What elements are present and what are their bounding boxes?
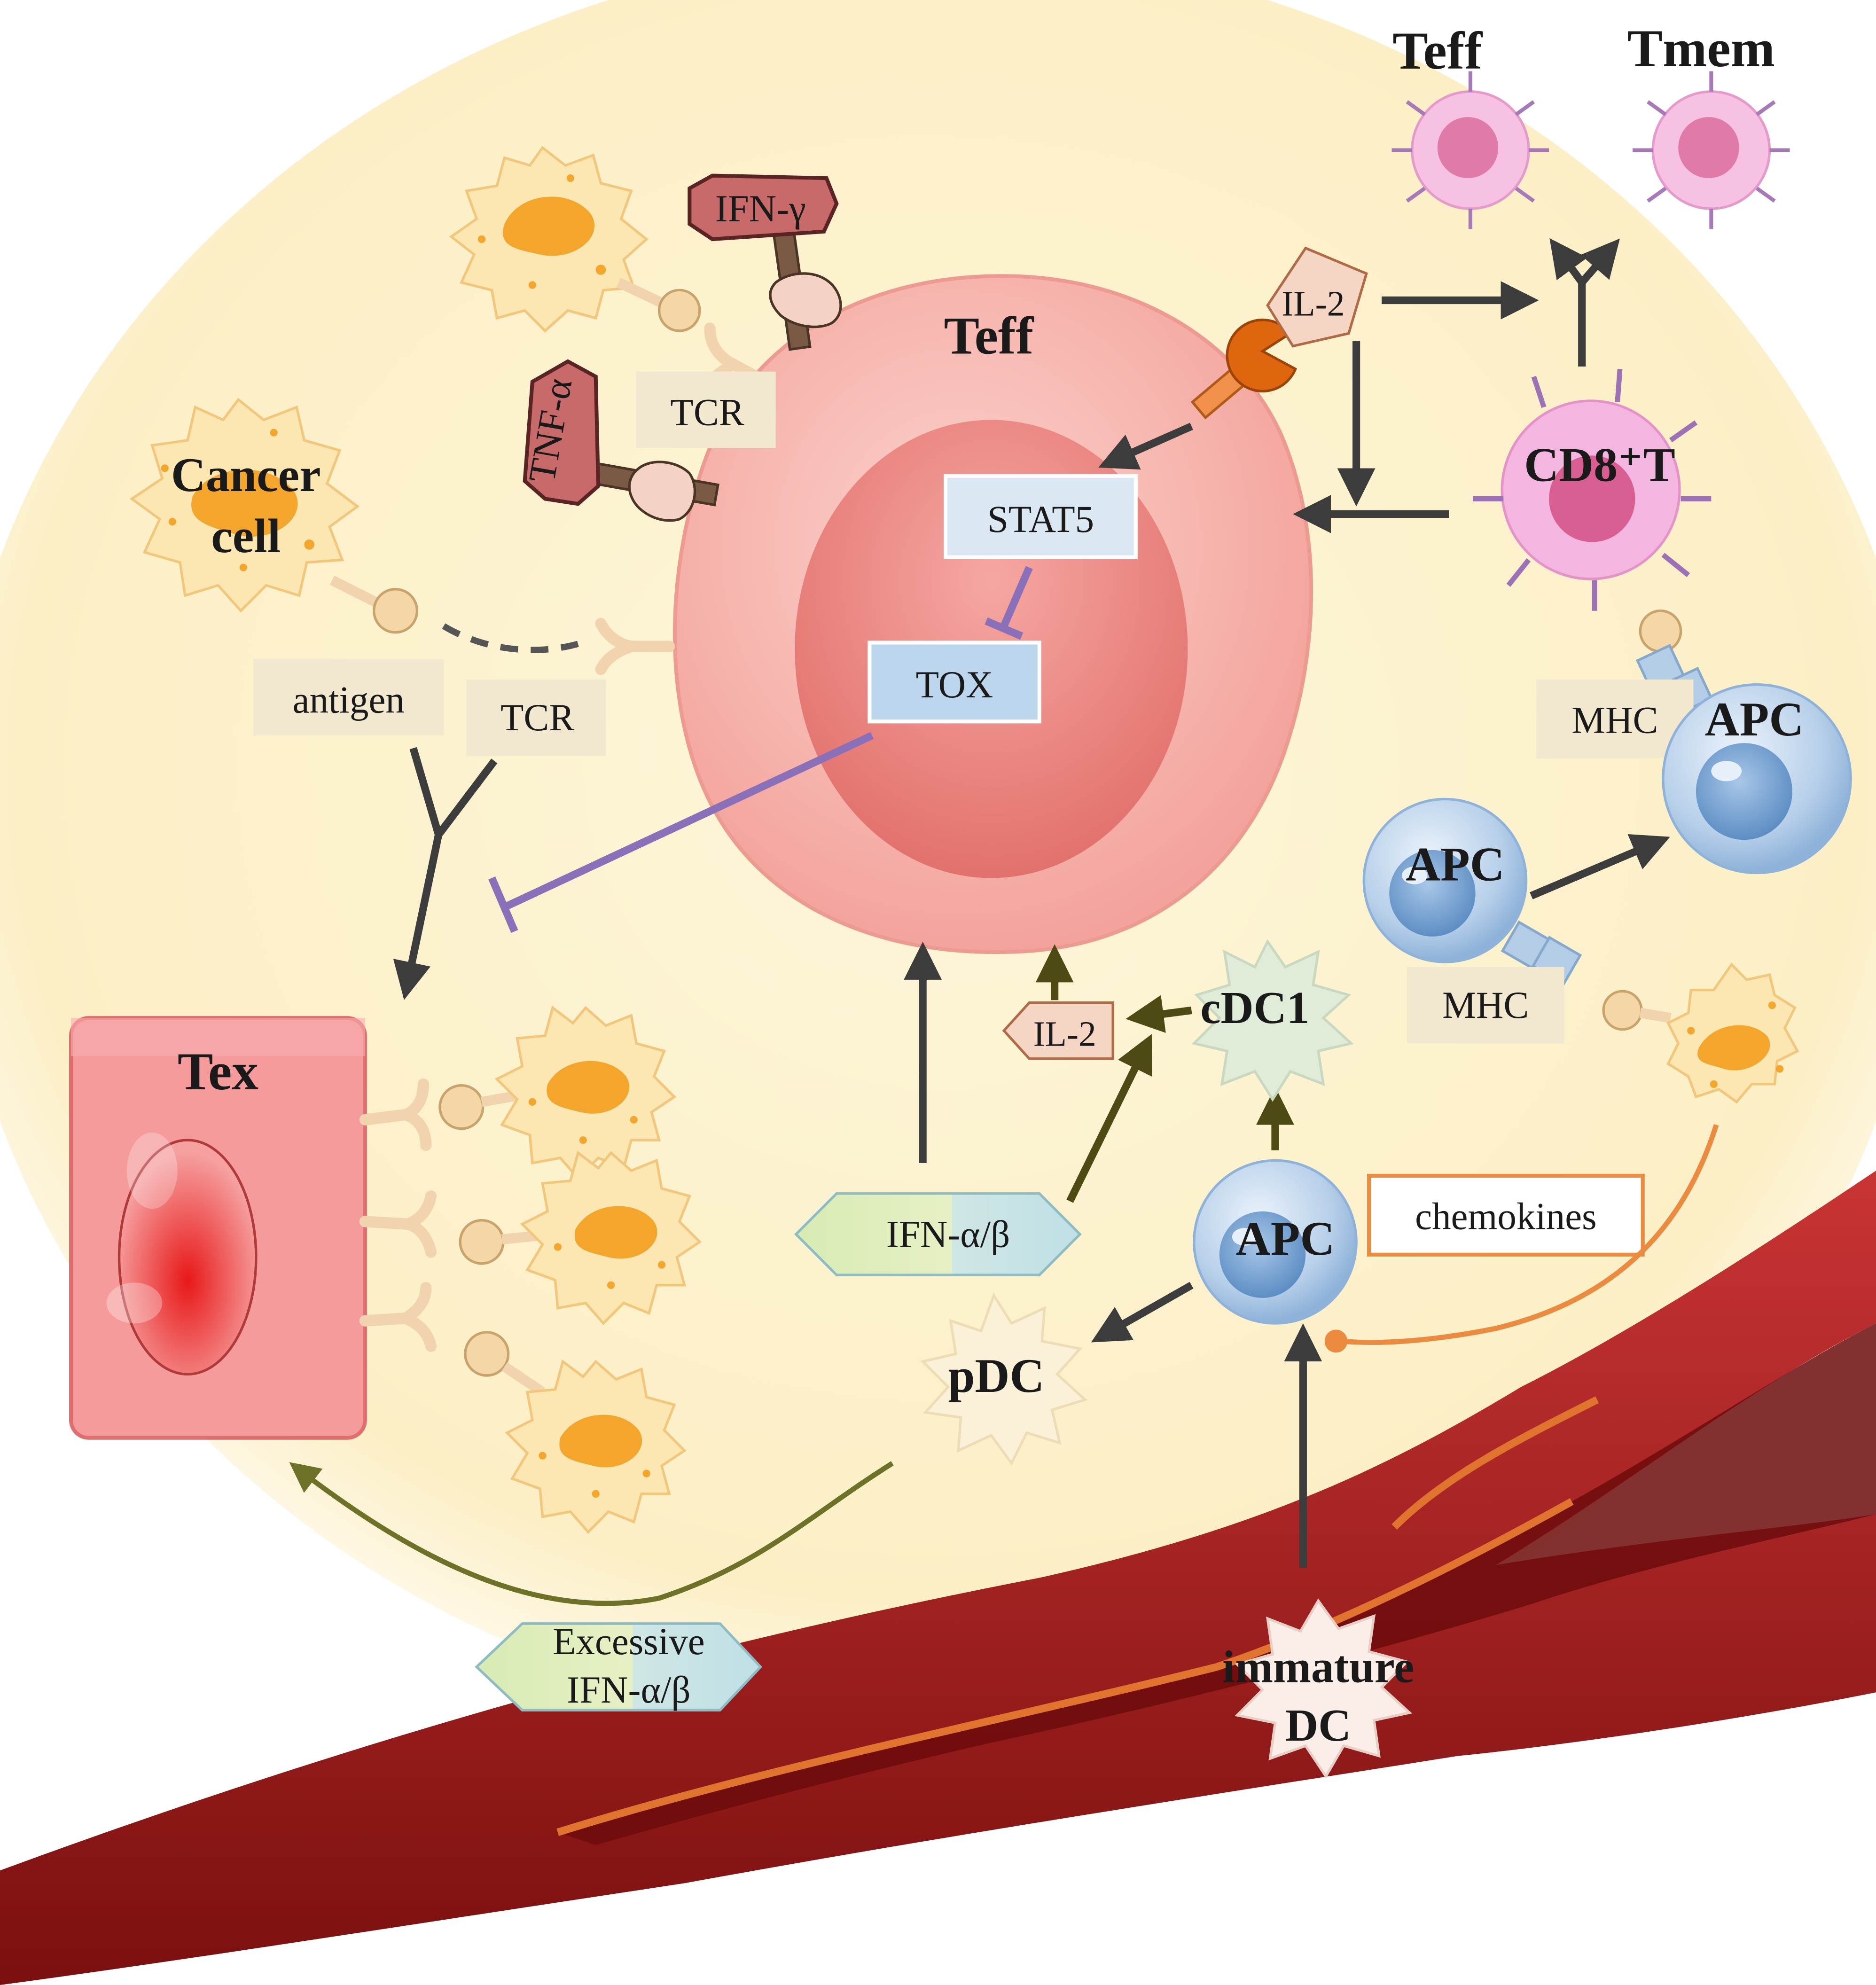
apc-bottom-cell: APC	[1193, 1159, 1358, 1325]
cdc1-label: cDC1	[1200, 983, 1309, 1033]
tex-cell: Tex	[69, 1016, 367, 1440]
teff-top-label: Teff	[1392, 21, 1483, 80]
tox-box: TOX	[868, 641, 1041, 724]
tcr-left-label: TCR	[500, 696, 574, 739]
cancer-cell-tex-3	[505, 1359, 687, 1534]
immature-dc-line2: DC	[1285, 1700, 1351, 1751]
antigen-panel	[253, 659, 444, 736]
pdc-to-tex-curve	[289, 1461, 894, 1606]
immature-dc-line1: immature	[1222, 1641, 1414, 1692]
cd8t-label: CD8⁺T	[1524, 438, 1675, 492]
cancer-cell-left: Cancer cell	[129, 398, 419, 634]
cdc1-cell: cDC1	[1191, 939, 1354, 1102]
arrow-apc-to-pdc	[1091, 1282, 1194, 1343]
tmem-top-label: Tmem	[1627, 19, 1775, 78]
tcr-left-panel	[466, 679, 606, 756]
pdc-label: pDC	[948, 1349, 1045, 1403]
stat5-label: STAT5	[987, 498, 1094, 540]
tex-label: Tex	[178, 1042, 258, 1101]
mhc-mid-panel	[1407, 967, 1564, 1044]
apc-right-cell: APC	[1662, 683, 1852, 875]
tcr-top-label: TCR	[670, 391, 744, 433]
cancer-cell-line2: cell	[211, 509, 281, 563]
teff-center-label: Teff	[944, 306, 1034, 366]
antigen-tcr-dashed	[442, 623, 579, 653]
arrow-cdc1-to-il2	[1126, 995, 1192, 1033]
arrow-apc-mid-to-apc-right	[1530, 834, 1670, 899]
pdc-cell: pDC	[920, 1292, 1088, 1466]
chemokines-box	[1367, 1173, 1645, 1257]
il2-top-tag: IL-2	[1266, 246, 1368, 348]
chemokines-label: chemokines	[1415, 1195, 1596, 1237]
il2-receptor	[1190, 319, 1298, 420]
antigen-tcr-merge	[393, 747, 498, 1000]
stat5-box: STAT5	[944, 474, 1138, 560]
tex-antigens	[438, 1084, 554, 1397]
ifn-ab-label: IFN-α/β	[886, 1213, 1010, 1255]
ifn-gamma-hammer: IFN-γ	[688, 173, 842, 351]
arrow-ifn-to-il2	[1066, 1034, 1152, 1203]
ifn-ab-tag: IFN-α/β	[794, 1192, 1082, 1276]
cancer-cell-line1: Cancer	[171, 448, 321, 502]
tnf-alpha-hammer: TNF-α	[521, 359, 719, 522]
stat5-tox-inhibition	[985, 566, 1033, 640]
antigen-label: antigen	[293, 679, 405, 721]
apc-mid-label: APC	[1406, 838, 1505, 891]
tmem-top-cell	[1633, 71, 1790, 229]
mhc-right-panel	[1536, 679, 1694, 758]
il2-top-label: IL-2	[1282, 284, 1344, 323]
chemokine-signal-line	[1341, 1124, 1719, 1345]
tox-inhibition	[488, 732, 874, 933]
cd8t-cell: CD8⁺T	[1473, 368, 1712, 611]
tcr-top-panel	[636, 371, 776, 448]
cancer-cell-top	[449, 146, 701, 333]
immature-dc-cell: immature DC	[1222, 1598, 1414, 1779]
cancer-cell-right	[1666, 962, 1799, 1104]
tcr-left-receptor	[595, 617, 675, 675]
il2-mid-label: IL-2	[1033, 1015, 1096, 1054]
ifn-gamma-label: IFN-γ	[715, 188, 806, 230]
excessive-ifn-line1: Excessive	[553, 1620, 705, 1663]
tex-receptors	[359, 1078, 437, 1352]
differentiation-fork	[1549, 238, 1620, 367]
mhc-mid-label: MHC	[1442, 984, 1529, 1026]
teff-top-cell	[1391, 71, 1549, 229]
apc-bottom-label: APC	[1236, 1212, 1335, 1266]
il2-mid-tag: IL-2	[1002, 1001, 1114, 1060]
mhc-right-label: MHC	[1571, 699, 1658, 741]
apc-right-label: APC	[1705, 693, 1804, 746]
blood-vessel	[0, 1171, 1876, 1985]
excessive-ifn-line2: IFN-α/β	[567, 1669, 690, 1711]
arrow-receptor-stat5	[1098, 422, 1193, 470]
excessive-ifn-tag: Excessive IFN-α/β	[475, 1620, 763, 1711]
tox-label: TOX	[916, 664, 993, 706]
apc-mid-cell: APC	[1362, 797, 1528, 963]
cancer-cell-tex-2	[520, 1150, 702, 1325]
